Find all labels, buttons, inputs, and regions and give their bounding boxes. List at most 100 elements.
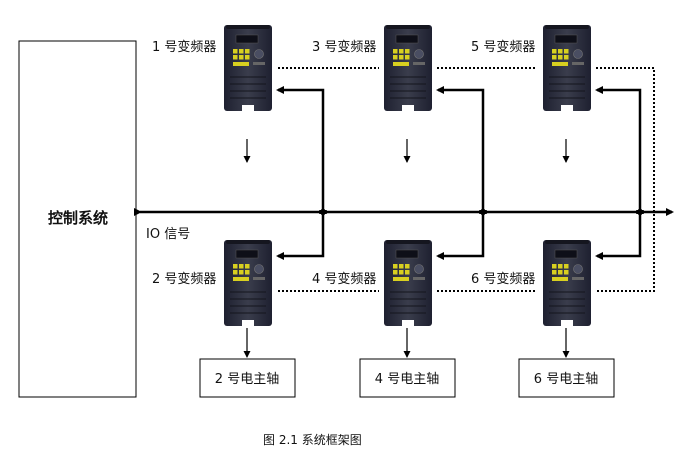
keypad-key (564, 270, 569, 275)
device-badge (413, 62, 425, 65)
inverter-top (545, 25, 589, 29)
device-badge (413, 277, 425, 280)
keypad-key (552, 270, 557, 275)
keypad-key (399, 264, 404, 269)
spindle-box-4 (359, 358, 456, 398)
device-badge (572, 62, 584, 65)
keypad-key (393, 270, 398, 275)
display-screen (554, 34, 578, 44)
inverter-body (543, 25, 591, 111)
bottom-io-connector (436, 210, 487, 260)
keypad-key (233, 264, 238, 269)
spindle-label-6: 6 号电主轴 (534, 372, 598, 387)
top-io-connector (276, 86, 327, 214)
inverter-top (545, 240, 589, 244)
control-knob (414, 264, 424, 274)
keypad-key (399, 55, 404, 60)
inverter-body (224, 240, 272, 326)
control-knob (573, 264, 583, 274)
keypad-key (239, 55, 244, 60)
keypad-key (245, 270, 250, 275)
inverter-top (226, 240, 270, 244)
keypad-key (405, 264, 410, 269)
inverter-device (543, 240, 591, 326)
keypad-key (552, 55, 557, 60)
inverter-label-1: 1 号变频器 (152, 39, 216, 55)
bottom-notch (561, 320, 573, 326)
keypad-key (233, 49, 238, 54)
control-system-box (18, 40, 137, 398)
keypad-key (239, 270, 244, 275)
keypad-key (393, 49, 398, 54)
device-badge (572, 277, 584, 280)
inverter-top (226, 25, 270, 29)
io-signal-label: IO 信号 (146, 227, 190, 242)
inverter-top (386, 240, 430, 244)
control-knob (573, 49, 583, 59)
spindle-label-4: 4 号电主轴 (375, 372, 439, 387)
keypad-key (393, 55, 398, 60)
keypad-key-wide (393, 62, 409, 66)
keypad-key (564, 49, 569, 54)
inverter-label-4: 4 号变频器 (312, 271, 376, 287)
keypad-key (564, 264, 569, 269)
keypad-key (552, 49, 557, 54)
control-knob (414, 49, 424, 59)
display-screen (395, 34, 419, 44)
inverter-body (384, 25, 432, 111)
keypad-key (245, 264, 250, 269)
inverter-label-6: 6 号变频器 (471, 271, 535, 287)
control-knob (254, 49, 264, 59)
inverter-device (384, 25, 432, 111)
keypad-key (233, 270, 238, 275)
keypad-key (558, 49, 563, 54)
keypad-key (239, 49, 244, 54)
keypad-key (405, 49, 410, 54)
inverter-device (384, 240, 432, 326)
keypad-key (233, 55, 238, 60)
keypad-key-wide (393, 277, 409, 281)
inverter-body (384, 240, 432, 326)
inverter-top (386, 25, 430, 29)
bottom-notch (561, 105, 573, 111)
display-screen (235, 249, 259, 259)
keypad-key (399, 49, 404, 54)
keypad-key (245, 55, 250, 60)
inverter-label-3: 3 号变频器 (312, 39, 376, 55)
keypad-key (564, 55, 569, 60)
bottom-notch (242, 320, 254, 326)
dotted-link (596, 67, 655, 292)
keypad-key (393, 264, 398, 269)
display-screen (554, 249, 578, 259)
top-io-connector (595, 86, 644, 214)
display-screen (235, 34, 259, 44)
inverter-device (543, 25, 591, 111)
control-knob (254, 264, 264, 274)
control-system-label: 控制系统 (48, 209, 108, 227)
display-screen (395, 249, 419, 259)
device-badge (253, 62, 265, 65)
keypad-key (399, 270, 404, 275)
keypad-key (405, 55, 410, 60)
bottom-notch (402, 105, 414, 111)
bottom-notch (402, 320, 414, 326)
keypad-key (405, 270, 410, 275)
keypad-key (558, 264, 563, 269)
keypad-key-wide (233, 62, 249, 66)
inverter-device (224, 240, 272, 326)
keypad-key (239, 264, 244, 269)
keypad-key (558, 270, 563, 275)
keypad-key (558, 55, 563, 60)
keypad-key-wide (233, 277, 249, 281)
keypad-key-wide (552, 62, 568, 66)
inverter-device (224, 25, 272, 111)
inverter-label-2: 2 号变频器 (152, 271, 216, 287)
spindle-box-2 (199, 358, 296, 398)
device-badge (253, 277, 265, 280)
keypad-key-wide (552, 277, 568, 281)
inverter-label-5: 5 号变频器 (471, 39, 535, 55)
spindle-label-2: 2 号电主轴 (215, 372, 279, 387)
keypad-key (552, 264, 557, 269)
inverter-body (224, 25, 272, 111)
